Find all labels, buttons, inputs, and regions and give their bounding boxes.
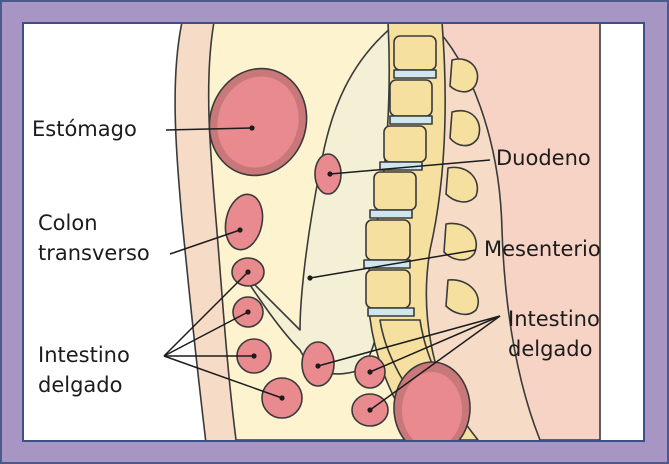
- label-intestine-left-line2: delgado: [38, 372, 122, 399]
- label-intestine-right-line2: delgado: [508, 336, 592, 363]
- label-colon-line2: transverso: [38, 240, 150, 267]
- label-duodenum: Duodeno: [496, 145, 591, 172]
- disc: [390, 116, 432, 124]
- label-colon-line1: Colon: [38, 210, 98, 237]
- disc: [370, 210, 412, 218]
- rectum-organ-inner: [402, 372, 462, 448]
- label-mesentery: Mesenterio: [484, 236, 601, 263]
- disc: [364, 260, 410, 268]
- vertebra: [366, 220, 410, 260]
- vertebra: [394, 36, 436, 70]
- disc: [368, 308, 414, 316]
- label-intestine-left-line1: Intestino: [38, 342, 130, 369]
- label-stomach: Estómago: [32, 116, 137, 143]
- vertebra: [390, 80, 432, 116]
- vertebra: [366, 270, 410, 308]
- label-intestine-right-line1: Intestino: [508, 306, 600, 333]
- disc: [394, 70, 436, 78]
- vertebra: [374, 172, 416, 210]
- vertebra: [384, 126, 426, 162]
